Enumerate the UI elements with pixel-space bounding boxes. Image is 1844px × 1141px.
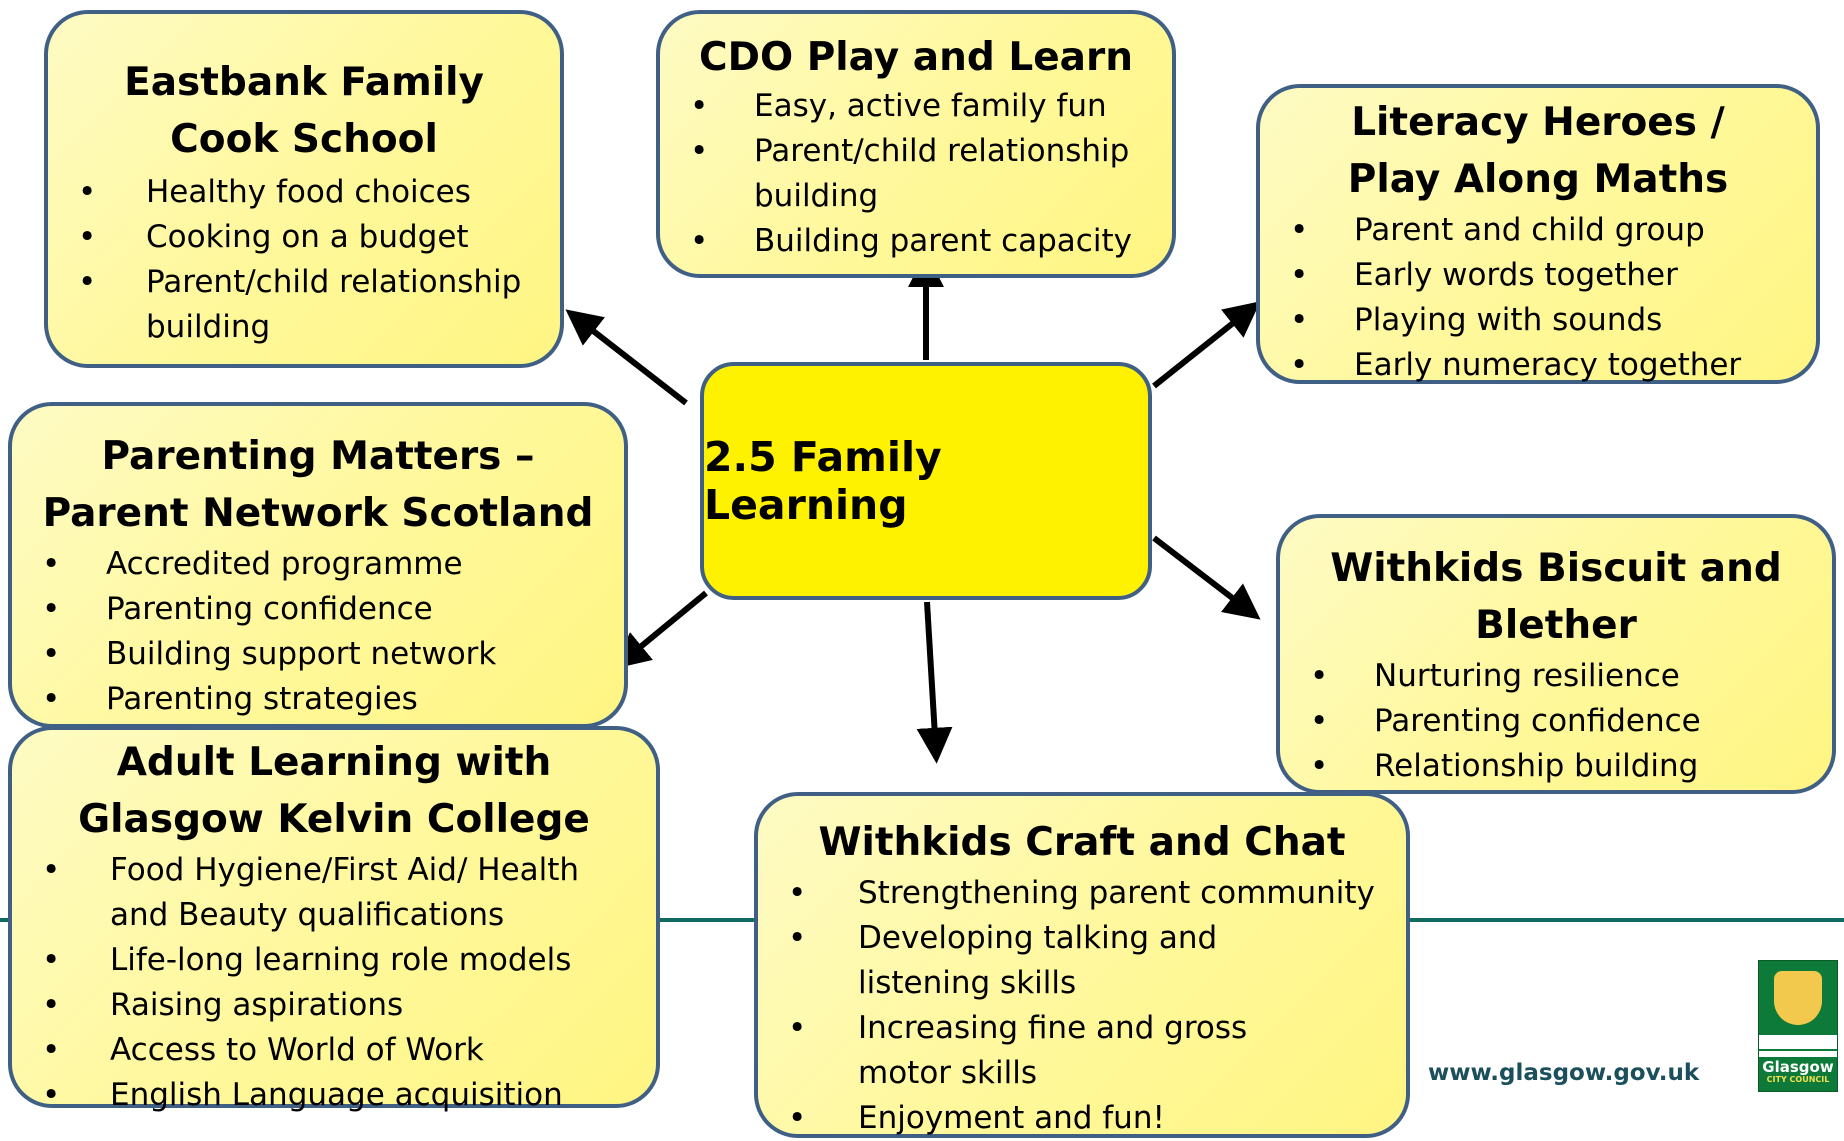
list-item: Parenting confidence xyxy=(12,587,624,632)
list-item: Parent/child relationship building xyxy=(48,260,560,350)
list-item: Cooking on a budget xyxy=(48,215,560,260)
list-item: Increasing fine and gross motor skills xyxy=(758,1006,1406,1096)
list-item: Parenting confidence xyxy=(1280,699,1832,744)
arrow-to-eastbank xyxy=(565,309,688,406)
wave-icon xyxy=(1759,1035,1837,1049)
center-node: 2.5 Family Learning xyxy=(700,362,1152,600)
list-item: Early numeracy together xyxy=(1260,343,1816,388)
box-cdo: CDO Play and Learn Easy, active family f… xyxy=(656,10,1176,278)
list-item: Parent and child group xyxy=(1260,208,1816,253)
list-item: Healthy food choices xyxy=(48,170,560,215)
box-title: Withkids Biscuit and Blether xyxy=(1330,546,1782,648)
box-title: CDO Play and Learn xyxy=(699,35,1133,80)
list-item: Developing talking and listening skills xyxy=(758,916,1406,1006)
list-item: Relationship building xyxy=(1280,744,1832,789)
box-title: Withkids Craft and Chat xyxy=(818,820,1346,865)
logo-text: Glasgow xyxy=(1762,1058,1834,1076)
box-title: Parenting Matters – Parent Network Scotl… xyxy=(42,434,594,536)
box-parenting-matters: Parenting Matters – Parent Network Scotl… xyxy=(8,402,628,728)
list-item: Access to World of Work xyxy=(12,1028,656,1073)
box-title: Eastbank Family Cook School xyxy=(124,60,484,162)
box-biscuit-blether: Withkids Biscuit and Blether Nurturing r… xyxy=(1276,514,1836,794)
box-adult-learning: Adult Learning with Glasgow Kelvin Colle… xyxy=(8,726,660,1118)
website-link[interactable]: www.glasgow.gov.uk xyxy=(1428,1060,1700,1086)
arrow-to-literacy xyxy=(1152,301,1261,389)
center-label: 2.5 Family Learning xyxy=(704,433,942,529)
list-item: English Language acquisition xyxy=(12,1073,656,1118)
list-item: Food Hygiene/First Aid/ Health and Beaut… xyxy=(12,848,656,938)
wave-stripe xyxy=(1759,1051,1837,1057)
list-item: Enjoyment and fun! xyxy=(758,1096,1406,1141)
glasgow-city-council-logo: Glasgow CITY COUNCIL xyxy=(1758,960,1838,1092)
arrow-to-craft xyxy=(916,601,953,764)
box-title: Literacy Heroes / Play Along Maths xyxy=(1347,100,1729,202)
list-item: Parent/child relationship building xyxy=(660,129,1172,219)
box-title: Adult Learning with Glasgow Kelvin Colle… xyxy=(78,740,590,842)
list-item: Strengthening parent community xyxy=(758,871,1406,916)
list-item: Nurturing resilience xyxy=(1280,654,1832,699)
box-craft-chat: Withkids Craft and Chat Strengthening pa… xyxy=(754,792,1410,1141)
box-literacy: Literacy Heroes / Play Along Maths Paren… xyxy=(1256,84,1820,388)
list-item: Life-long learning role models xyxy=(12,938,656,983)
arrow-to-biscuit xyxy=(1152,535,1261,620)
logo-subtext: CITY COUNCIL xyxy=(1766,1075,1830,1084)
list-item: Building support network xyxy=(12,632,624,677)
list-item: Raising aspirations xyxy=(12,983,656,1028)
arrow-to-parenting xyxy=(613,590,708,669)
list-item: Easy, active family fun xyxy=(660,84,1172,129)
crest-icon xyxy=(1774,971,1822,1025)
list-item: Parenting strategies xyxy=(12,677,624,722)
box-eastbank: Eastbank Family Cook School Healthy food… xyxy=(44,10,564,368)
list-item: Accredited programme xyxy=(12,542,624,587)
list-item: Early words together xyxy=(1260,253,1816,298)
list-item: Building parent capacity xyxy=(660,219,1172,264)
list-item: Playing with sounds xyxy=(1260,298,1816,343)
